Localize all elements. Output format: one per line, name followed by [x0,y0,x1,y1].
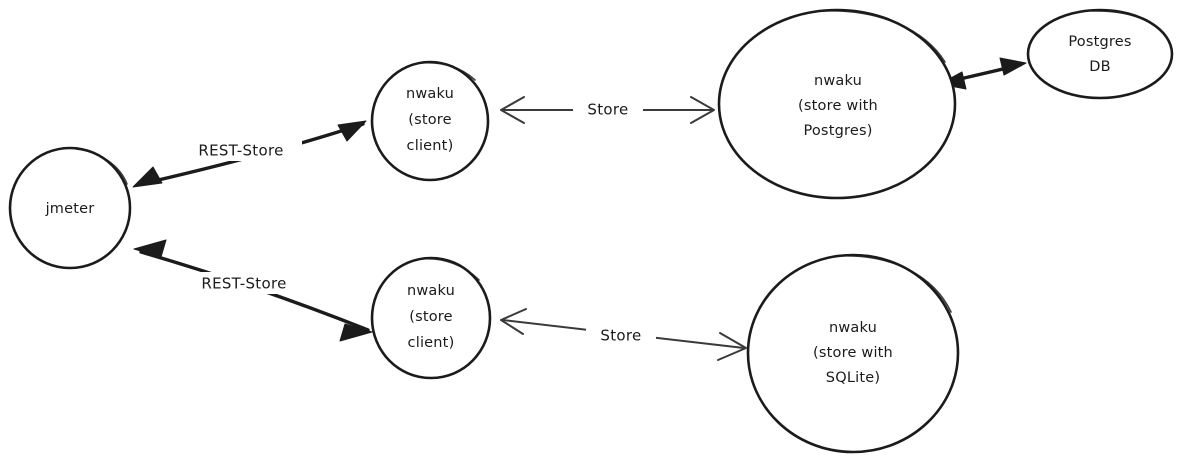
node-postgres-db-label-line-0: Postgres [1068,34,1131,50]
edge-store-top[interactable]: Store [500,96,715,124]
edge-store-bottom-arrowhead-right [717,332,747,361]
edge-rest-store-top[interactable]: REST-Store [132,120,367,188]
node-nwaku-store-postgres-sketch-overlap [823,10,946,63]
edge-store-bottom[interactable]: Store [500,308,747,361]
node-nwaku-store-client-top-shape [370,60,490,182]
node-nwaku-store-client-bottom-shape [370,256,492,380]
edge-store-bottom-label: Store [600,327,641,345]
node-nwaku-store-sqlite[interactable]: nwaku (store with SQLite) [746,253,960,454]
node-nwaku-store-client-bottom-label-line-2: client) [408,335,455,351]
node-nwaku-store-client-bottom-label-line-1: (store [409,309,453,325]
edge-rest-store-bottom-arrowhead-left [133,239,167,258]
node-nwaku-store-postgres-label-line-0: nwaku [814,73,862,89]
edge-rest-store-bottom-arrowhead-right [339,323,373,342]
node-nwaku-store-sqlite-shape [746,253,960,454]
node-nwaku-store-client-top-label-line-0: nwaku [406,86,454,102]
edge-store-top-label-bg [573,100,643,120]
node-postgres-db[interactable]: Postgres DB [1026,8,1174,100]
node-nwaku-store-client-bottom-sketch-overlap [419,257,480,281]
node-nwaku-store-postgres-label-line-2: Postgres) [803,123,872,139]
node-nwaku-store-postgres-shape [717,8,957,200]
node-nwaku-store-sqlite-label-line-0: nwaku [829,320,877,336]
node-nwaku-store-sqlite-label-line-2: SQLite) [826,370,880,386]
node-jmeter-label-line-0: jmeter [45,201,95,217]
node-jmeter-shape [8,146,132,270]
node-nwaku-store-sqlite-label-line-1: (store with [813,345,893,361]
node-nwaku-store-postgres[interactable]: nwaku (store with Postgres) [717,8,957,200]
edge-store-bottom-label-bg [586,326,656,346]
node-nwaku-store-client-top-label-line-1: (store [408,112,452,128]
edge-store-top-label: Store [587,101,628,119]
edge-rest-store-top-label-bg [180,139,302,161]
edge-rest-store-top-label: REST-Store [198,142,283,160]
edge-rest-store-top-arrowhead-left [132,166,163,188]
node-nwaku-store-client-bottom-label-line-0: nwaku [407,283,455,299]
edge-rest-store-top-arrowhead-right [337,120,367,142]
node-nwaku-store-client-top-label-line-2: client) [407,138,454,154]
edge-store-bottom-arrowhead-left [500,308,527,335]
edge-store-top-arrowhead-right [690,96,715,124]
edge-rest-store-bottom-label: REST-Store [201,275,286,293]
node-nwaku-store-client-bottom[interactable]: nwaku (store client) [370,256,492,380]
edge-rest-store-bottom-label-bg [183,272,305,294]
node-nwaku-store-client-top-sketch-overlap [419,61,476,81]
node-jmeter-sketch-overlap [75,148,128,185]
node-postgres-db-sketch-overlap [1091,10,1167,37]
node-nwaku-store-sqlite-sketch-overlap [839,255,952,313]
edge-postgres-db-arrowhead-right [999,57,1027,76]
node-nwaku-store-postgres-label-line-1: (store with [798,98,878,114]
node-jmeter[interactable]: jmeter [8,146,132,270]
edge-rest-store-bottom[interactable]: REST-Store [133,239,373,342]
node-postgres-db-label-line-1: DB [1089,59,1111,75]
node-nwaku-store-client-top[interactable]: nwaku (store client) [370,60,490,182]
edge-store-top-arrowhead-left [500,96,525,124]
